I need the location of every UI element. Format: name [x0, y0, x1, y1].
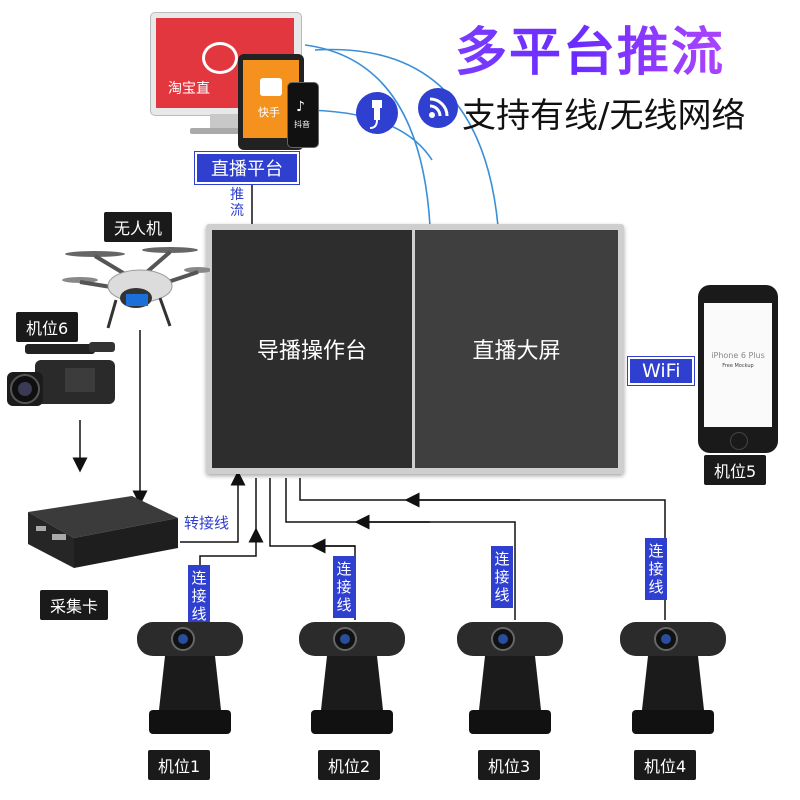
- push-label: 推流: [230, 187, 244, 219]
- wifi-tag: WiFi: [626, 356, 696, 386]
- drone-label: 无人机: [104, 212, 173, 242]
- capture-to-monitor-line: [180, 470, 246, 543]
- camcorder-icon: [5, 338, 125, 420]
- adapter-label: 转接线: [184, 514, 230, 532]
- phone-icon: ♪ 抖音: [287, 82, 319, 148]
- capture-card-icon: [22, 490, 182, 572]
- camera6-label: 机位6: [16, 312, 79, 342]
- camera4-label: 机位4: [634, 750, 697, 780]
- cable-tag-3: 连接线: [491, 546, 513, 608]
- wireless-signal-icon: [418, 88, 458, 128]
- page-subtitle: 支持有线/无线网络: [462, 96, 746, 136]
- page-title: 多平台推流: [455, 10, 795, 83]
- drone-icon: [60, 240, 212, 335]
- cable-tag-2: 连接线: [333, 556, 355, 618]
- webcam-icon: [618, 620, 728, 740]
- camera2-label: 机位2: [318, 750, 381, 780]
- camera1-label: 机位1: [148, 750, 211, 780]
- cable-tag-1: 连接线: [188, 565, 210, 627]
- phone-sub-label: Free Mockup: [722, 363, 754, 369]
- iphone-icon: iPhone 6 Plus Free Mockup: [698, 285, 778, 453]
- cable-tag-4: 连接线: [645, 538, 667, 600]
- platform-tag: 直播平台: [194, 151, 300, 185]
- webcam-icon: [135, 620, 245, 740]
- blue-link-curve-1: [304, 44, 431, 227]
- camera5-label: 机位5: [704, 455, 767, 485]
- kuaishou-label: 快手: [258, 106, 280, 119]
- douyin-label: 抖音: [294, 120, 310, 129]
- webcam-icon: [297, 620, 407, 740]
- webcam-icon: [455, 620, 565, 740]
- usb-cable-icon: [356, 92, 398, 134]
- phone-model-label: iPhone 6 Plus: [711, 351, 765, 360]
- capture-card-label: 采集卡: [40, 590, 109, 620]
- taobao-label: 淘宝直: [168, 81, 210, 97]
- camera3-label: 机位3: [478, 750, 541, 780]
- live-bigscreen-screen: 直播大屏: [415, 230, 618, 468]
- director-console-screen: 导播操作台: [212, 230, 412, 468]
